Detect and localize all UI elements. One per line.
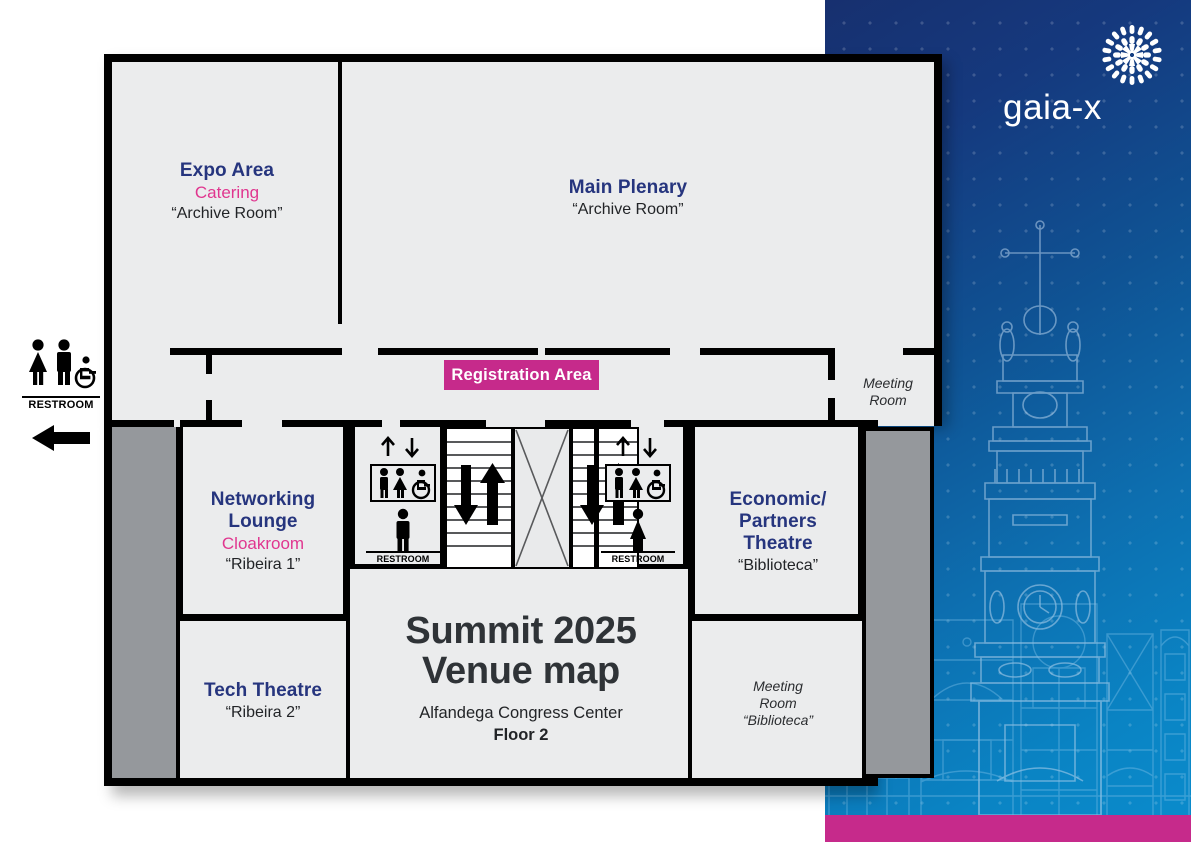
expo-area-secondary: Catering <box>194 183 260 203</box>
room-meeting-room-biblioteca[interactable] <box>692 621 862 778</box>
wall-networking-left <box>176 427 183 778</box>
wall-expo-plenary-divider <box>338 58 342 324</box>
elevator-icon-left <box>370 464 436 502</box>
title-line-2: Venue map <box>422 649 620 692</box>
meeting-room-wall-left-2 <box>828 398 835 426</box>
meeting-room-wall-left <box>828 352 835 380</box>
corridor-wall-seg-5 <box>903 348 942 355</box>
economic-theatre-name-l3: Theatre <box>743 533 813 555</box>
wall-economic-right <box>858 427 865 778</box>
core-restroom-label-left: RESTROOM <box>366 551 440 564</box>
expo-area-code: “Archive Room” <box>171 204 283 222</box>
floor-label: Floor 2 <box>493 725 549 744</box>
exterior-restroom-label: RESTROOM <box>22 396 100 411</box>
corridor-left-wall <box>104 354 112 426</box>
wall-economic-bottom <box>688 614 865 621</box>
networking-lounge-name-l1: Networking <box>210 489 316 510</box>
room-networking-lounge[interactable] <box>180 427 346 617</box>
meeting-room-upper-l1: Meeting <box>863 375 913 391</box>
meeting-room-lower-l1: Meeting <box>753 678 803 694</box>
restroom-woman-icon-right <box>630 508 646 551</box>
corridor-wall-stub-1 <box>206 348 212 374</box>
gray-block-right <box>862 427 934 778</box>
stair-void <box>513 427 571 569</box>
corridor-right-wall <box>934 354 942 426</box>
label-tech-theatre: Tech Theatre “Ribeira 2” <box>182 680 344 723</box>
core-left-inner-wall <box>440 427 445 569</box>
meeting-room-upper-l2: Room <box>869 391 907 408</box>
title-line-1: Summit 2025 <box>405 610 637 652</box>
lower-wall-seg-2 <box>180 420 242 427</box>
corridor-wall-seg-4 <box>700 348 835 355</box>
label-economic-partners-theatre: Economic/ Partners Theatre “Biblioteca” <box>694 489 862 576</box>
corridor-wall-seg-1 <box>170 348 342 355</box>
clerigos-tower-icon <box>885 215 1191 816</box>
corridor-wall-seg-2 <box>378 348 538 355</box>
tech-theatre-name: Tech Theatre <box>203 680 323 701</box>
main-plenary-name: Main Plenary <box>568 177 688 198</box>
gaia-x-logo: gaia-x <box>1003 22 1178 127</box>
wall-lower-left <box>104 426 112 786</box>
arrow-up-icon <box>381 436 395 456</box>
wall-networking-right <box>343 427 350 778</box>
networking-lounge-secondary: Cloakroom <box>221 534 305 554</box>
economic-theatre-name-l1: Economic/ <box>729 489 827 510</box>
arrow-down-icon-right <box>643 438 657 458</box>
elevator-icon-right <box>605 464 671 502</box>
core-restroom-label-right: RESTROOM <box>601 551 675 564</box>
wall-lower-bottom <box>104 778 878 786</box>
room-expo-area[interactable] <box>104 54 942 354</box>
lower-wall-seg-4 <box>400 420 486 427</box>
core-left-wall <box>350 427 355 569</box>
room-tech-theatre[interactable] <box>180 621 346 778</box>
core-right-wall <box>683 427 688 569</box>
expo-area-name: Expo Area <box>179 160 275 181</box>
main-plenary-code: “Archive Room” <box>572 201 684 219</box>
arrow-down-icon <box>405 438 419 458</box>
gaia-x-burst-icon <box>1102 25 1162 85</box>
meeting-room-lower-l2: Room <box>759 694 797 711</box>
gaia-x-wordmark: gaia-x <box>1003 88 1102 127</box>
exterior-restroom-sign: RESTROOM <box>22 338 100 458</box>
economic-theatre-code: “Biblioteca” <box>737 557 819 575</box>
wall-economic-left <box>688 427 695 778</box>
lower-wall-seg-5 <box>545 420 631 427</box>
restroom-icon <box>29 339 96 389</box>
registration-area-badge[interactable]: Registration Area <box>444 360 599 390</box>
room-economic-partners-theatre[interactable] <box>692 427 862 617</box>
stairs-left-flight <box>445 427 513 569</box>
label-main-plenary: Main Plenary “Archive Room” <box>508 177 748 220</box>
lower-wall-seg-1 <box>112 420 174 427</box>
networking-lounge-name-l2: Lounge <box>228 511 298 533</box>
label-expo-area: Expo Area Catering “Archive Room” <box>117 160 337 223</box>
lower-wall-seg-6 <box>664 420 878 427</box>
economic-theatre-name-l2: Partners <box>739 511 817 533</box>
brand-accent-bar <box>825 815 1191 842</box>
label-networking-lounge: Networking Lounge Cloakroom “Ribeira 1” <box>182 489 344 574</box>
tech-theatre-code: “Ribeira 2” <box>225 704 301 722</box>
core-right-inner-wall <box>594 427 599 569</box>
wall-upper-left <box>104 54 112 354</box>
venue-name: Alfandega Congress Center <box>419 703 623 722</box>
arrow-up-icon-right <box>616 436 630 456</box>
meeting-room-lower-code: “Biblioteca” <box>742 711 814 728</box>
wall-upper-right <box>934 54 942 354</box>
restroom-man-icon-left <box>396 508 410 551</box>
floor-plan: Expo Area Catering “Archive Room” Main P… <box>22 54 948 796</box>
corridor-wall-seg-3 <box>545 348 670 355</box>
wall-networking-bottom <box>176 614 350 621</box>
label-meeting-room-upper: Meeting Room <box>840 375 936 409</box>
lower-wall-stub-1 <box>206 400 212 427</box>
map-title-block: Summit 2025 Venue map Alfandega Congress… <box>365 610 677 745</box>
networking-lounge-code: “Ribeira 1” <box>225 555 301 573</box>
lower-wall-seg-3 <box>282 420 382 427</box>
wall-upper-top <box>104 54 942 62</box>
arrow-left-icon <box>32 425 90 451</box>
label-meeting-room-biblioteca: Meeting Room “Biblioteca” <box>700 678 856 728</box>
gray-block-left <box>112 427 180 778</box>
